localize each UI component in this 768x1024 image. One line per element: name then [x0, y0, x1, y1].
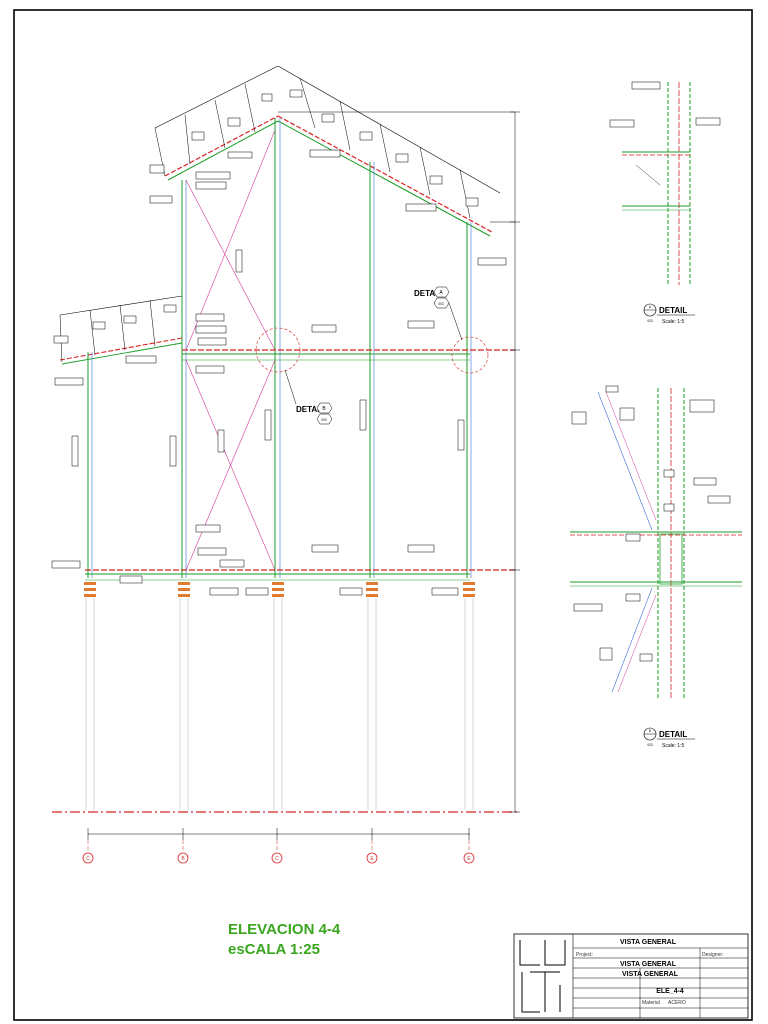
elevation-title-line1: ELEVACION 4-4 — [228, 921, 341, 938]
detail-b-ref: 003 — [647, 743, 653, 747]
title-block-row2: VISTA GENERAL — [622, 971, 679, 978]
grid-label-2: B — [181, 856, 185, 862]
title-block: VISTA GENERAL Project: Designer: VISTA G… — [513, 933, 749, 1019]
elevation-title: ELEVACION 4-4 esCALA 1:25 — [228, 920, 340, 960]
detail-a-circle — [451, 336, 489, 374]
detail-b-label: B 003 DETAIL Scale: 1:5 — [643, 727, 695, 749]
company-logo — [519, 940, 566, 1013]
designer-label: Designer: — [702, 952, 723, 958]
vertical-member-tags — [71, 249, 465, 467]
detail-a-letter: A — [649, 305, 652, 309]
grid-label-5: E — [467, 856, 471, 862]
vertical-dimension — [510, 111, 520, 813]
grid-label-3: C — [275, 856, 279, 862]
horizontal-dimension — [87, 828, 470, 840]
roof-lower-left — [59, 295, 183, 365]
detail-a-label: A 003 DETAIL Scale: 1:5 — [643, 303, 695, 325]
member-tags — [51, 89, 507, 596]
detail-b-circle — [255, 327, 301, 373]
grid-label-4: E — [370, 856, 374, 862]
detail-b-callout: DETAIL B 003 — [284, 369, 333, 425]
columns — [87, 118, 472, 578]
detail-a-scale: Scale: 1:5 — [662, 319, 684, 325]
title-block-row1: VISTA GENERAL — [620, 961, 677, 968]
title-block-header: VISTA GENERAL — [620, 939, 677, 946]
mid-beam — [182, 349, 515, 361]
sheet-border — [13, 9, 753, 1021]
detail-b-callout-ref: 003 — [321, 418, 327, 422]
x-bracing — [185, 129, 276, 571]
detail-b-letter: B — [649, 729, 651, 733]
detail-b-word: DETAIL — [659, 730, 687, 739]
detail-b-scale: Scale: 1:5 — [662, 743, 684, 749]
roof-main — [154, 65, 515, 237]
sheet-code: ELE_4-4 — [656, 988, 684, 995]
footings — [84, 582, 475, 597]
detail-a-callout-word: DETAIL — [414, 289, 442, 298]
detail-a-callout-ref: 003 — [438, 302, 444, 306]
detail-a-ref: 003 — [647, 319, 653, 323]
detail-b-callout-letter: B — [322, 406, 326, 412]
material-value: ACERO — [668, 1000, 686, 1006]
detail-a-callout: DETAIL A 003 — [414, 286, 463, 341]
elevation-scale-line: esCALA 1:25 — [228, 941, 320, 958]
floor-beam — [85, 569, 515, 581]
detail-b-callout-word: DETAIL — [296, 405, 324, 414]
grid-axes: C B C E E — [82, 840, 475, 864]
piles — [85, 598, 474, 810]
detail-a-callout-letter: A — [439, 290, 443, 296]
detail-a-drawing — [609, 81, 721, 285]
project-label: Project: — [576, 952, 593, 958]
material-label: Material — [642, 1000, 660, 1006]
grid-label-1: C — [86, 856, 90, 862]
detail-a-word: DETAIL — [659, 306, 687, 315]
detail-b-drawing — [570, 385, 742, 698]
